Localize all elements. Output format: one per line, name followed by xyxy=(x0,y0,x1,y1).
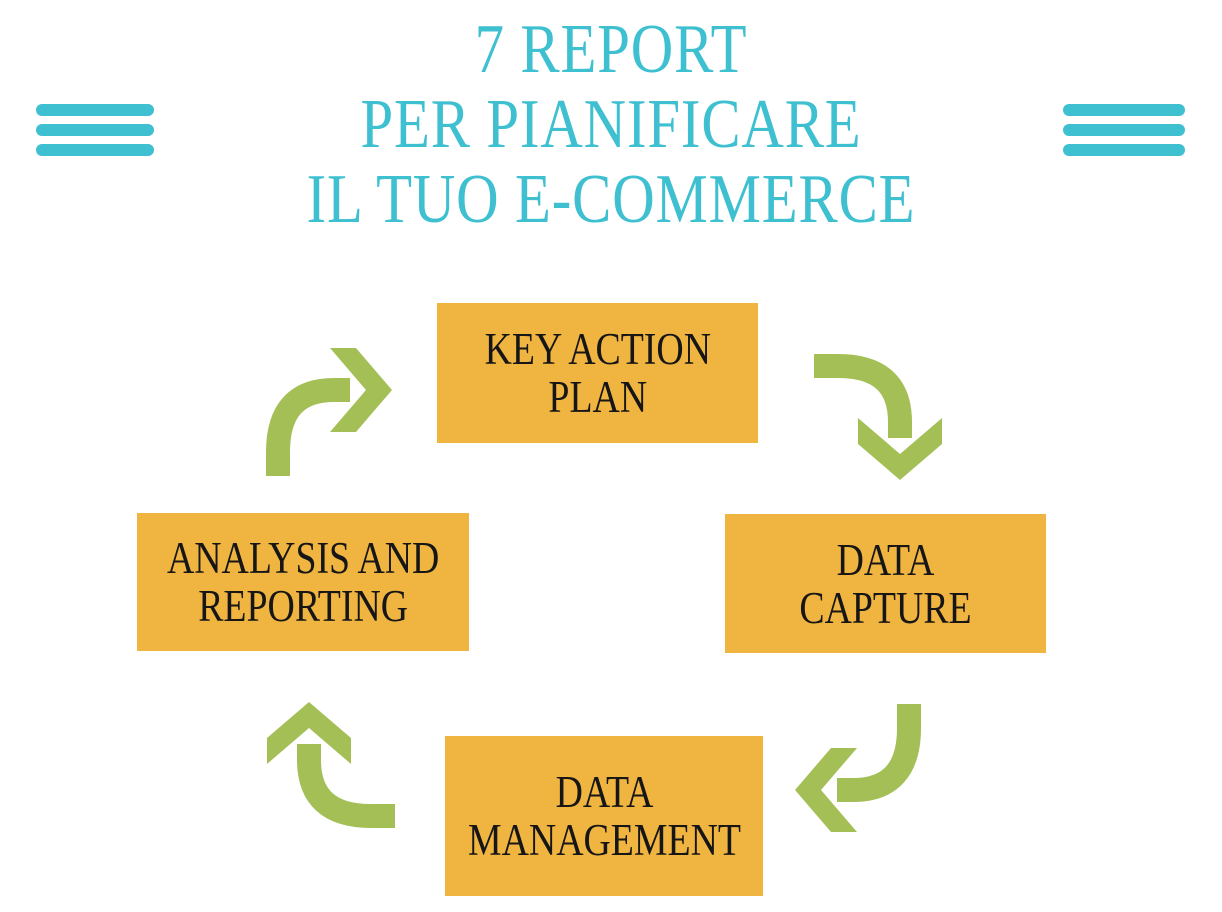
line-bar xyxy=(36,144,154,156)
node-label-line: REPORTING xyxy=(198,581,408,631)
node-label-line: ANALYSIS AND xyxy=(166,533,440,583)
node-label-line: DATA xyxy=(836,534,935,585)
triple-lines-icon-right xyxy=(1063,104,1185,156)
line-bar xyxy=(1063,124,1185,136)
node-label-line: DATA xyxy=(555,767,653,817)
node-label-line: KEY ACTION xyxy=(484,324,711,374)
line-bar xyxy=(36,124,154,136)
node-data-capture: DATA CAPTURE xyxy=(725,514,1046,653)
line-bar xyxy=(1063,144,1185,156)
node-label-line: PLAN xyxy=(548,372,647,422)
node-label: DATA CAPTURE xyxy=(799,536,971,632)
line-bar xyxy=(36,104,154,116)
triple-lines-icon-left xyxy=(36,104,154,156)
node-analysis-and-reporting: ANALYSIS AND REPORTING xyxy=(137,513,469,651)
node-data-management: DATA MANAGEMENT xyxy=(445,736,763,896)
curved-arrow-down-icon xyxy=(812,352,944,484)
title-line-3: IL TUO E-COMMERCE xyxy=(306,161,916,238)
title-line-1: 7 REPORT xyxy=(474,11,748,88)
line-bar xyxy=(1063,104,1185,116)
node-key-action-plan: KEY ACTION PLAN xyxy=(437,303,758,443)
node-label-line: CAPTURE xyxy=(799,582,972,633)
node-label: KEY ACTION PLAN xyxy=(484,325,710,421)
curved-arrow-up-icon xyxy=(265,698,397,830)
curved-arrow-right-icon xyxy=(264,346,396,478)
page-title: 7 REPORT PER PIANIFICARE IL TUO E-COMMER… xyxy=(0,12,1222,237)
node-label: ANALYSIS AND REPORTING xyxy=(167,534,439,630)
curved-arrow-left-icon xyxy=(791,702,923,834)
node-label-line: MANAGEMENT xyxy=(467,815,741,865)
title-line-2: PER PIANIFICARE xyxy=(360,86,862,163)
node-label: DATA MANAGEMENT xyxy=(468,768,741,864)
